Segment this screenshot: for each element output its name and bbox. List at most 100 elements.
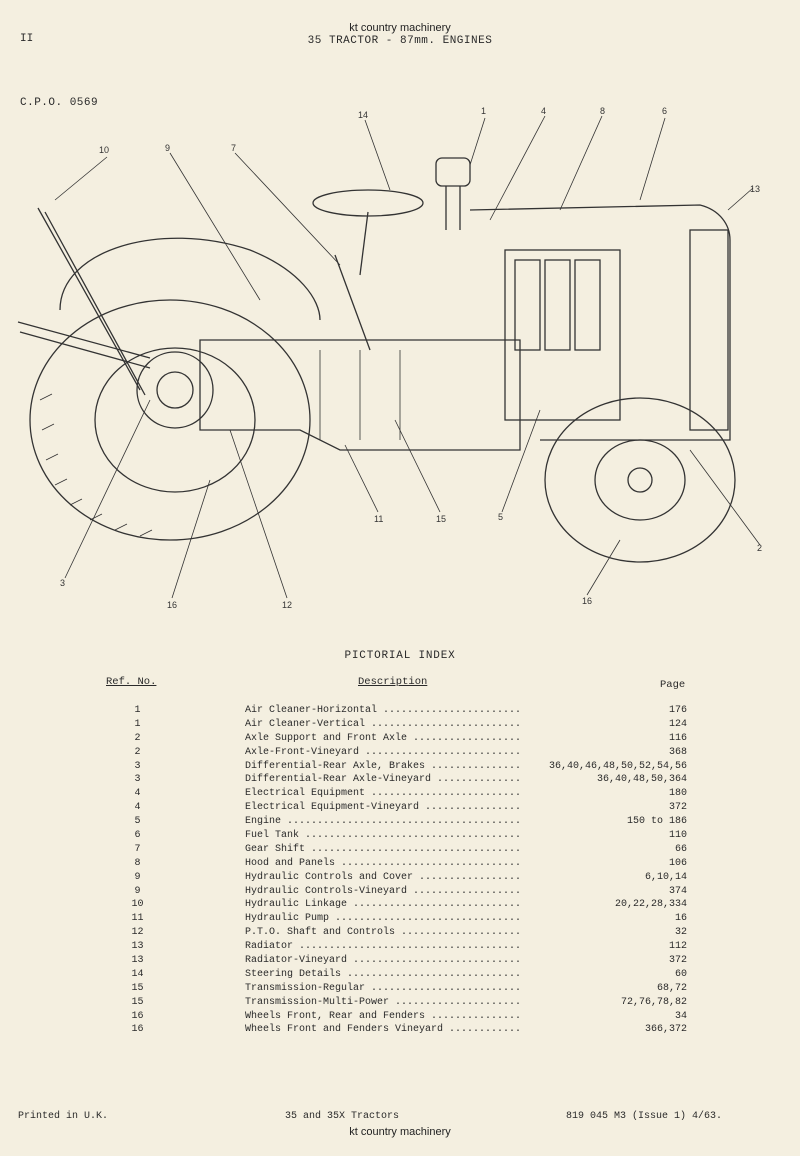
callout-9: 9 — [165, 143, 170, 153]
ref-number: 14 — [131, 968, 144, 980]
table-row: 8 Hood and Panels .......................… — [0, 857, 800, 871]
page-reference: 112 — [668, 941, 687, 953]
ref-number: 4 — [134, 788, 141, 800]
ref-number: 13 — [131, 941, 144, 953]
cpo-reference: C.P.O. 0569 — [20, 97, 99, 109]
table-row: 7 Gear Shift ............................… — [0, 843, 800, 857]
ref-number: 9 — [134, 885, 141, 897]
table-row: 13 Radiator-Vineyard ....................… — [0, 954, 800, 968]
page-reference: 150 to 186 — [626, 816, 687, 828]
ref-number: 9 — [134, 871, 141, 883]
ref-number: 2 — [134, 746, 141, 758]
page-reference: 36,40,48,50,364 — [596, 774, 687, 786]
description: Steering Details .......................… — [245, 968, 520, 980]
column-header-page: Page — [660, 679, 686, 691]
table-row: 11 Hydraulic Pump .......................… — [0, 912, 800, 926]
callout-7: 7 — [231, 143, 236, 153]
page-number: II — [20, 33, 34, 45]
page-reference: 368 — [668, 746, 687, 758]
description: Radiator ...............................… — [245, 941, 520, 953]
ref-number: 1 — [134, 718, 141, 730]
description: Hydraulic Controls and Cover ...........… — [245, 871, 520, 883]
description: P.T.O. Shaft and Controls ..............… — [245, 927, 520, 939]
footer-title: 35 and 35X Tractors — [285, 1111, 400, 1122]
callout-2: 2 — [757, 543, 762, 553]
callout-8: 8 — [600, 106, 605, 116]
column-header-description: Description — [358, 676, 428, 688]
ref-number: 16 — [131, 1010, 144, 1022]
table-row: 9 Hydraulic Controls and Cover ..........… — [0, 871, 800, 885]
description: Gear Shift .............................… — [245, 843, 520, 855]
page-reference: 106 — [668, 857, 687, 869]
ref-number: 3 — [134, 774, 141, 786]
table-row: 12 P.T.O. Shaft and Controls ............… — [0, 926, 800, 940]
page-reference: 20,22,28,334 — [614, 899, 687, 911]
callout-15: 15 — [436, 514, 446, 524]
table-row: 16 Wheels Front and Fenders Vineyard ....… — [0, 1023, 800, 1037]
description: Axle-Front-Vineyard ....................… — [245, 746, 520, 758]
index-title: PICTORIAL INDEX — [344, 650, 456, 662]
description: Axle Support and Front Axle ............… — [245, 732, 520, 744]
description: Hydraulic Pump .........................… — [245, 913, 520, 925]
description: Hydraulic Controls-Vineyard ............… — [245, 885, 520, 897]
callout-1: 1 — [481, 106, 486, 116]
ref-number: 5 — [134, 816, 141, 828]
page-reference: 116 — [668, 732, 687, 744]
callout-16-front: 16 — [582, 596, 592, 606]
leader-lines — [54, 115, 761, 599]
description: Electrical Equipment-Vineyard ..........… — [245, 802, 520, 814]
table-row: 2 Axle-Front-Vineyard ...................… — [0, 746, 800, 760]
ref-number: 6 — [134, 830, 141, 842]
ref-number: 10 — [131, 899, 144, 911]
ref-number: 15 — [131, 982, 144, 994]
callout-6: 6 — [662, 106, 667, 116]
callout-13: 13 — [750, 184, 760, 194]
callout-4: 4 — [541, 106, 546, 116]
callout-10: 10 — [99, 145, 109, 155]
callout-11: 11 — [374, 514, 383, 524]
ref-number: 11 — [131, 913, 144, 925]
description: Transmission-Multi-Power ...............… — [245, 996, 520, 1008]
table-row: 15 Transmission-Multi-Power .............… — [0, 996, 800, 1010]
callout-3: 3 — [60, 578, 65, 588]
page-reference: 68,72 — [656, 982, 687, 994]
ref-number: 12 — [131, 927, 144, 939]
tractor-cutaway-illustration: 1 2 3 4 5 6 7 8 9 10 11 12 13 14 15 16 1… — [17, 106, 762, 610]
description: Radiator-Vineyard ......................… — [245, 955, 520, 967]
callout-labels: 1 2 3 4 5 6 7 8 9 10 11 12 13 14 15 16 1… — [60, 106, 762, 610]
description: Wheels Front, Rear and Fenders .........… — [245, 1010, 520, 1022]
ref-number: 3 — [134, 760, 141, 772]
page-reference: 372 — [668, 955, 687, 967]
page-title: 35 TRACTOR - 87mm. ENGINES — [307, 35, 493, 47]
description: Hood and Panels ........................… — [245, 857, 520, 869]
ref-number: 15 — [131, 996, 144, 1008]
description: Wheels Front and Fenders Vineyard ......… — [245, 1024, 520, 1036]
page-reference: 16 — [674, 913, 687, 925]
page-reference: 66 — [674, 843, 687, 855]
watermark-top: kt country machinery — [349, 22, 451, 34]
ref-number: 13 — [131, 955, 144, 967]
page-reference: 110 — [668, 830, 687, 842]
ref-number: 7 — [134, 843, 141, 855]
page-reference: 72,76,78,82 — [620, 996, 687, 1008]
description: Electrical Equipment ...................… — [245, 788, 520, 800]
callout-16-rear: 16 — [167, 600, 177, 610]
table-row: 9 Hydraulic Controls-Vineyard ...........… — [0, 885, 800, 899]
table-row: 1 Air Cleaner-Vertical ..................… — [0, 718, 800, 732]
table-row: 14 Steering Details .....................… — [0, 968, 800, 982]
description: Air Cleaner-Vertical ...................… — [245, 718, 520, 730]
footer-part-number: 819 045 M3 (Issue 1) 4/63. — [566, 1111, 723, 1122]
table-row: 4 Electrical Equipment ..................… — [0, 787, 800, 801]
table-row: 16 Wheels Front, Rear and Fenders .......… — [0, 1010, 800, 1024]
column-header-ref: Ref. No. — [106, 676, 157, 688]
ref-number: 8 — [134, 857, 141, 869]
ref-number: 16 — [131, 1024, 144, 1036]
